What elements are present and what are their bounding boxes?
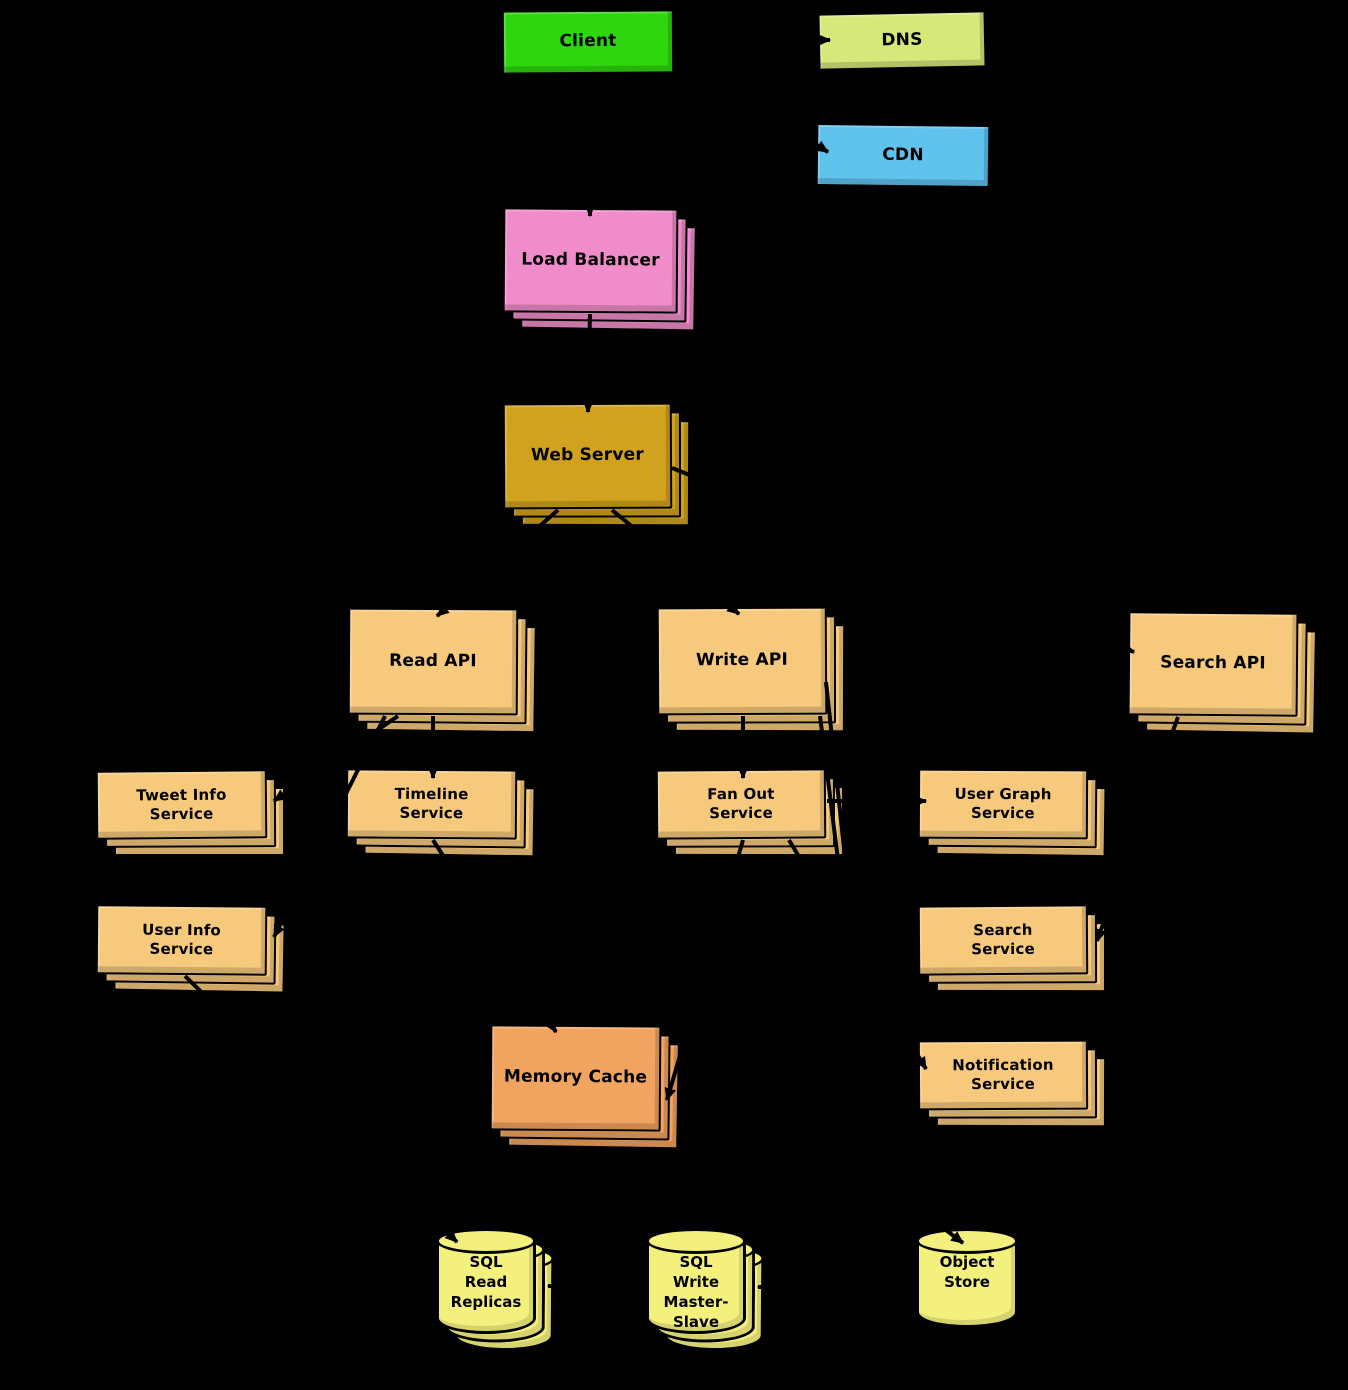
box-shape: User Graph Service xyxy=(917,768,1089,840)
node-sql-write-master-slave: SQL Write Master- Slave xyxy=(646,1228,765,1352)
connector-web-server-to-read-api xyxy=(435,508,560,618)
node-search-service: Search Service xyxy=(917,904,1107,993)
cylinder-body xyxy=(646,1241,746,1334)
box-shape: Timeline Service xyxy=(345,768,518,840)
box-shape: User Info Service xyxy=(95,904,268,976)
box-shape: Tweet Info Service xyxy=(95,769,268,840)
cylinder-top xyxy=(916,1228,1018,1254)
box-shape: Write API xyxy=(656,606,828,716)
node-label: Fan Out Service xyxy=(707,785,775,823)
cylinder-shape: SQL Read Replicas xyxy=(436,1228,536,1334)
node-dns: DNS xyxy=(817,10,987,71)
node-label: Read API xyxy=(389,650,477,672)
cylinder-shape: Object Store xyxy=(916,1228,1018,1328)
box-shape: Memory Cache xyxy=(489,1024,662,1132)
node-read-api: Read API xyxy=(347,607,537,734)
node-label: Memory Cache xyxy=(503,1066,648,1088)
cylinder-top xyxy=(646,1228,746,1254)
connector-search-api-to-search-service xyxy=(1095,716,1180,943)
node-user-graph-service: User Graph Service xyxy=(917,768,1107,858)
node-timeline-service: Timeline Service xyxy=(345,768,536,858)
node-user-info-service: User Info Service xyxy=(95,904,286,994)
node-label: Write API xyxy=(695,650,789,671)
node-label: DNS xyxy=(881,29,923,51)
node-load-balancer: Load Balancer xyxy=(502,207,697,332)
node-fan-out-service: Fan Out Service xyxy=(655,768,845,857)
box-shape: Load Balancer xyxy=(502,207,679,314)
node-label: SQL Write Master- Slave xyxy=(663,1253,729,1331)
connector-client-to-cdn xyxy=(676,56,830,154)
node-label: CDN xyxy=(882,144,924,166)
node-label: Load Balancer xyxy=(521,249,660,271)
connector-user-info-service-to-sql-read-replicas xyxy=(183,974,459,1244)
node-label: Web Server xyxy=(530,445,645,466)
box-shape: DNS xyxy=(817,10,987,71)
node-label: User Graph Service xyxy=(954,784,1052,823)
node-memory-cache: Memory Cache xyxy=(489,1024,680,1150)
connector-fan-out-service-to-notification-service xyxy=(787,838,928,1071)
box-shape: Notification Service xyxy=(917,1039,1089,1111)
node-label: Client xyxy=(559,31,617,52)
box-shape: Search Service xyxy=(917,904,1089,976)
node-tweet-info-service: Tweet Info Service xyxy=(95,769,285,856)
node-sql-read-replicas: SQL Read Replicas xyxy=(436,1228,555,1352)
node-search-api: Search API xyxy=(1127,611,1317,735)
node-label: Tweet Info Service xyxy=(136,785,227,823)
node-write-api: Write API xyxy=(656,606,846,733)
node-object-store: Object Store xyxy=(916,1228,1018,1328)
connector-client-to-load-balancer xyxy=(584,75,596,218)
node-label: Search Service xyxy=(971,921,1035,959)
node-label: Search API xyxy=(1160,652,1266,674)
connector-timeline-service-to-memory-cache xyxy=(431,838,558,1034)
cylinder-top xyxy=(436,1228,536,1254)
cylinder-shape: SQL Write Master- Slave xyxy=(646,1228,746,1334)
node-label: Object Store xyxy=(939,1253,995,1291)
node-web-server: Web Server xyxy=(502,402,691,527)
connector-client-to-dns xyxy=(677,34,832,46)
node-label: Timeline Service xyxy=(394,784,469,823)
box-shape: Web Server xyxy=(502,402,673,510)
box-shape: Read API xyxy=(347,607,519,716)
box-shape: Fan Out Service xyxy=(655,768,827,840)
node-label: User Info Service xyxy=(142,920,222,959)
box-shape: Search API xyxy=(1127,611,1299,717)
node-client: Client xyxy=(501,9,675,75)
cylinder-body xyxy=(916,1241,1018,1328)
box-shape: Client xyxy=(501,9,675,75)
node-label: Notification Service xyxy=(952,1055,1054,1094)
cylinder-body xyxy=(436,1241,536,1334)
node-label: SQL Read Replicas xyxy=(450,1253,522,1311)
node-cdn: CDN xyxy=(815,122,991,189)
node-notification-service: Notification Service xyxy=(917,1039,1107,1128)
box-shape: CDN xyxy=(815,122,991,189)
